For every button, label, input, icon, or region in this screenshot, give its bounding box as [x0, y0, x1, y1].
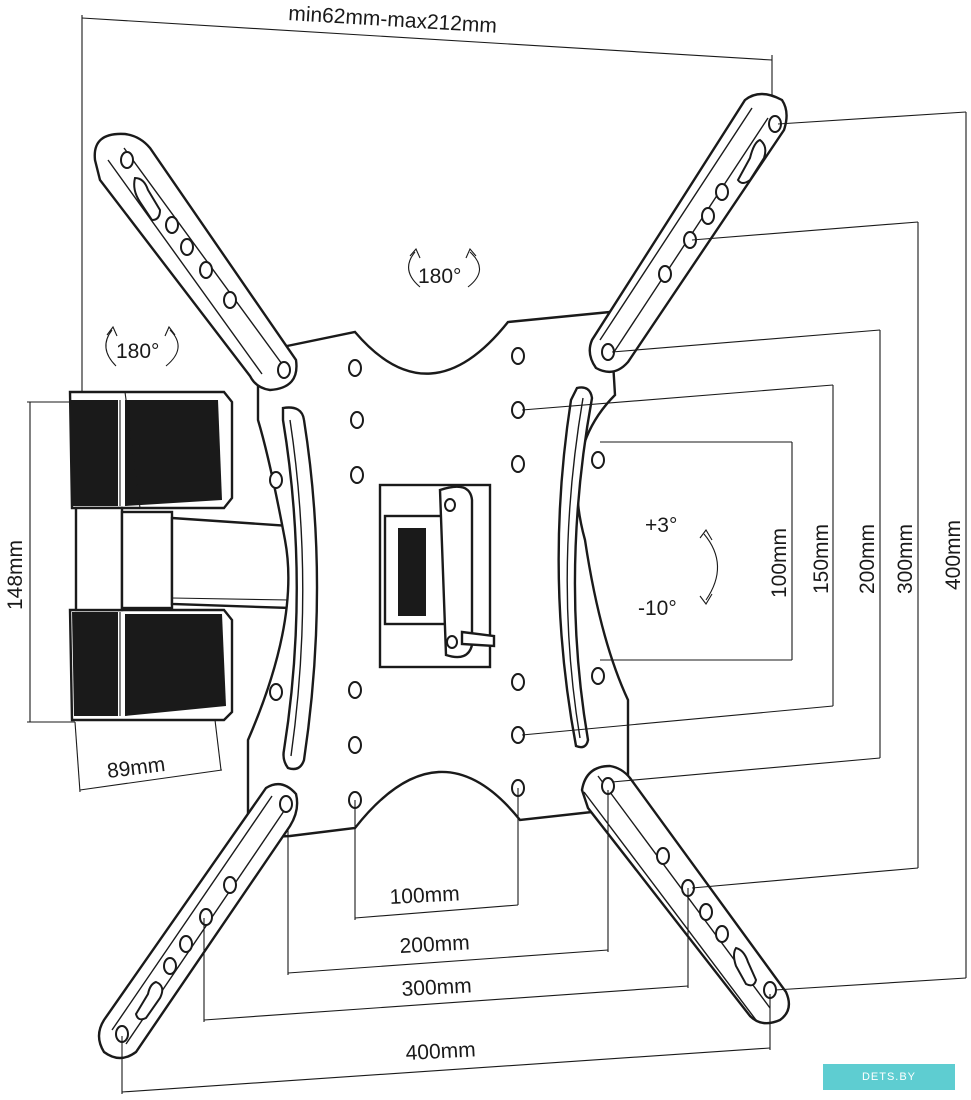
swivel-left-label: 180° [116, 340, 159, 363]
tilt-indicator: +3° -10° [638, 514, 719, 620]
vertical-100-label: 100mm [768, 528, 791, 598]
arm-bottom-right [580, 764, 791, 1025]
tilt-down-label: -10° [638, 597, 677, 620]
horizontal-100-label: 100mm [389, 882, 460, 909]
arm-top-left [93, 132, 298, 392]
horizontal-200-label: 200mm [399, 931, 470, 958]
swivel-left-indicator: 180° [105, 325, 179, 367]
vertical-200-label: 200mm [856, 524, 879, 594]
horizontal-300-label: 300mm [401, 974, 472, 1001]
watermark-text: DETS.BY [861, 1071, 917, 1083]
wall-bracket [68, 390, 292, 722]
arm-width-dimension: 89mm [74, 719, 223, 793]
swivel-top-indicator: 180° [408, 247, 481, 288]
vertical-400-label: 400mm [942, 520, 965, 590]
arm-bottom-left [97, 782, 299, 1060]
tilt-up-label: +3° [645, 514, 677, 537]
arm-height-dimension: 148mm [4, 401, 75, 723]
vertical-150-label: 150mm [810, 524, 833, 594]
horizontal-dimensions: 100mm 200mm 300mm 400mm [121, 788, 771, 1094]
vertical-dimensions: 100mm 150mm 200mm 300mm 400mm [521, 111, 967, 991]
swivel-top-label: 180° [418, 265, 461, 288]
arm-width-label: 89mm [106, 753, 167, 783]
horizontal-400-label: 400mm [405, 1038, 476, 1065]
plate-holes [269, 347, 605, 809]
watermark-badge [823, 1064, 955, 1090]
arm-height-label: 148mm [4, 540, 27, 610]
arm-top-right [588, 92, 788, 374]
tilt-mechanism [378, 483, 496, 669]
vertical-300-label: 300mm [894, 524, 917, 594]
tv-plate [246, 310, 630, 840]
